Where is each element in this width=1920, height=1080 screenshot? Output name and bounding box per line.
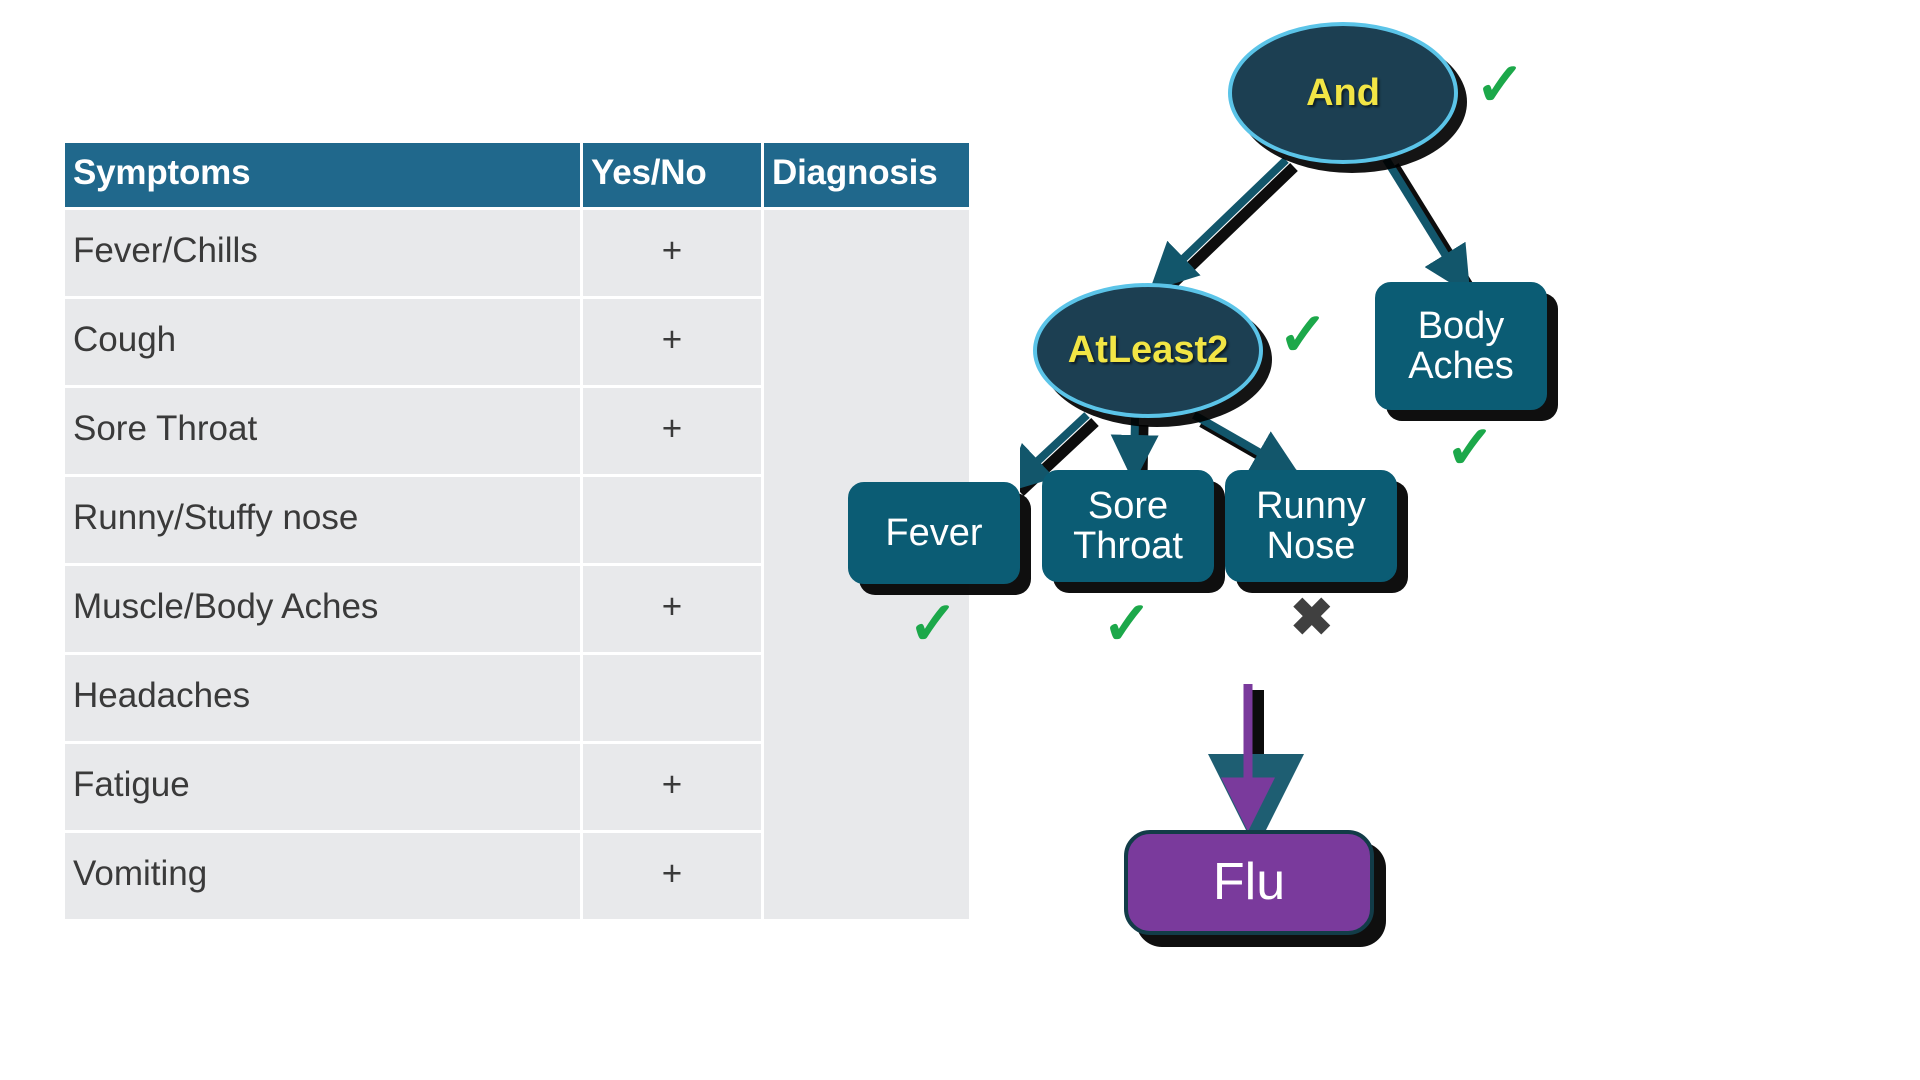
- node-body-aches-label: Body Aches: [1408, 306, 1514, 387]
- column-header-diagnosis: Diagnosis: [764, 143, 969, 207]
- cell-yesno: [583, 655, 761, 741]
- cell-yesno: +: [583, 388, 761, 474]
- cross-icon-runny-nose: ✖: [1290, 589, 1334, 647]
- check-icon-and: ✓: [1475, 51, 1526, 118]
- table-row: Fatigue +: [65, 744, 969, 830]
- column-header-symptoms: Symptoms: [65, 143, 580, 207]
- cell-symptom: Cough: [65, 299, 580, 385]
- cell-yesno: [583, 477, 761, 563]
- node-atleast2[interactable]: AtLeast2: [1033, 283, 1263, 418]
- node-runny-nose-line2: Nose: [1266, 525, 1356, 567]
- node-sore-throat-line2: Throat: [1073, 525, 1183, 567]
- node-and-label: And: [1306, 71, 1380, 114]
- node-body-aches[interactable]: Body Aches: [1375, 282, 1547, 410]
- cell-symptom: Fever/Chills: [65, 210, 580, 296]
- decision-tree-diagram: And AtLeast2 Fever Sore Throat Runny Nos…: [848, 0, 1920, 1080]
- table-header-row: Symptoms Yes/No Diagnosis: [65, 143, 969, 207]
- symptom-table: Symptoms Yes/No Diagnosis Fever/Chills +…: [62, 140, 972, 922]
- cell-symptom: Fatigue: [65, 744, 580, 830]
- cell-symptom: Sore Throat: [65, 388, 580, 474]
- cell-yesno: +: [583, 833, 761, 919]
- table-row: Muscle/Body Aches +: [65, 566, 969, 652]
- node-fever-label: Fever: [885, 511, 983, 554]
- table-row: Vomiting +: [65, 833, 969, 919]
- check-icon-sore-throat: ✓: [1102, 590, 1153, 657]
- node-sore-throat[interactable]: Sore Throat: [1042, 470, 1214, 582]
- cell-symptom: Muscle/Body Aches: [65, 566, 580, 652]
- node-body-aches-line1: Body: [1417, 304, 1505, 347]
- cell-yesno: +: [583, 210, 761, 296]
- table-row: Runny/Stuffy nose: [65, 477, 969, 563]
- node-sore-throat-line1: Sore: [1087, 484, 1169, 527]
- column-header-yesno: Yes/No: [583, 143, 761, 207]
- cell-yesno: +: [583, 566, 761, 652]
- check-icon-fever: ✓: [908, 590, 959, 657]
- node-flu-result-label: Flu: [1212, 852, 1286, 911]
- node-runny-nose-label: Runny Nose: [1256, 486, 1366, 567]
- check-icon-atleast2: ✓: [1278, 301, 1329, 368]
- symptom-diagnosis-table: Symptoms Yes/No Diagnosis Fever/Chills +…: [62, 140, 972, 922]
- cell-symptom: Runny/Stuffy nose: [65, 477, 580, 563]
- node-and[interactable]: And: [1228, 22, 1458, 164]
- cell-yesno: +: [583, 299, 761, 385]
- node-fever[interactable]: Fever: [848, 482, 1020, 584]
- node-runny-nose[interactable]: Runny Nose: [1225, 470, 1397, 582]
- node-body-aches-line2: Aches: [1408, 345, 1514, 387]
- check-icon-body-aches: ✓: [1445, 414, 1496, 481]
- table-row: Fever/Chills + flu: [65, 210, 969, 919]
- table-row: Cough +: [65, 299, 969, 385]
- node-atleast2-label: AtLeast2: [1067, 329, 1229, 372]
- node-sore-throat-label: Sore Throat: [1073, 486, 1183, 567]
- cell-symptom: Headaches: [65, 655, 580, 741]
- table-row: Headaches: [65, 655, 969, 741]
- table-row: Sore Throat +: [65, 388, 969, 474]
- node-runny-nose-line1: Runny: [1256, 484, 1366, 527]
- node-flu-result[interactable]: Flu: [1124, 830, 1374, 935]
- cell-symptom: Vomiting: [65, 833, 580, 919]
- cell-yesno: +: [583, 744, 761, 830]
